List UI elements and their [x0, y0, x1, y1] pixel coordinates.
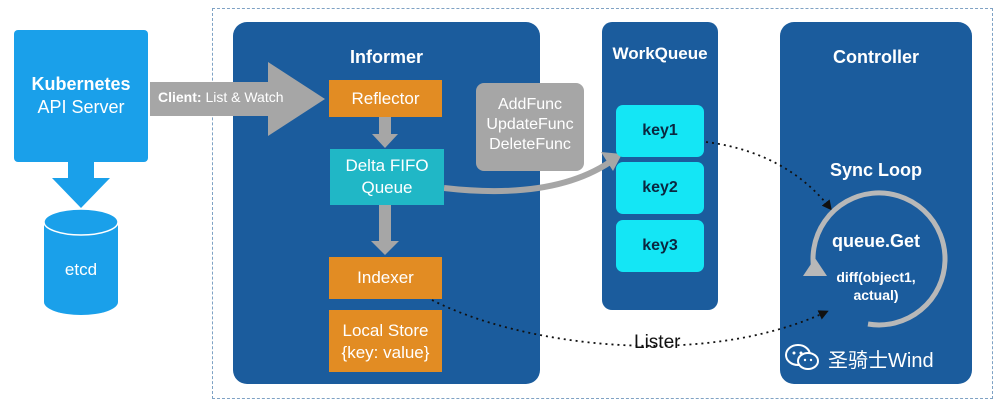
- delta-fifo-line1: Delta FIFO: [345, 156, 429, 175]
- handler-add: AddFunc: [497, 96, 563, 113]
- diff-label: diff(object1, actual): [806, 268, 946, 304]
- api-server-title: Kubernetes: [31, 74, 131, 94]
- lister-label: Lister: [634, 332, 681, 353]
- reflector-to-fifo-arrow: [372, 116, 398, 148]
- watermark-text: 圣骑士Wind: [828, 349, 934, 372]
- local-store-box: Local Store {key: value}: [329, 310, 442, 372]
- event-handlers-box: AddFunc UpdateFunc DeleteFunc: [476, 83, 584, 171]
- local-store-line1: Local Store: [342, 321, 429, 340]
- handler-delete: DeleteFunc: [489, 136, 571, 153]
- etcd-cylinder-icon: [43, 208, 119, 315]
- outer-dashed-frame: [212, 8, 993, 399]
- api-server-subtitle: API Server: [37, 97, 125, 117]
- fifo-to-indexer-arrow: [371, 205, 399, 255]
- watermark: 圣骑士Wind: [784, 343, 934, 373]
- delta-fifo-box: Delta FIFO Queue: [330, 149, 444, 205]
- client-bold-label: Client:: [158, 89, 202, 105]
- queue-get-label: queue.Get: [831, 231, 920, 251]
- diff-line1: diff(object1,: [836, 269, 916, 285]
- workqueue-key2: key2: [616, 162, 704, 214]
- local-store-line2: {key: value}: [341, 343, 430, 362]
- reflector-box: Reflector: [329, 80, 442, 117]
- informer-title: Informer: [349, 47, 423, 67]
- indexer-box: Indexer: [329, 257, 442, 299]
- sync-loop-label: Sync Loop: [829, 160, 922, 180]
- lister-arrow: [431, 299, 829, 347]
- etcd-label: etcd: [64, 260, 98, 279]
- api-to-etcd-arrow: [52, 162, 110, 208]
- client-list-watch-arrow: [150, 62, 325, 136]
- workqueue-key3: key3: [616, 220, 704, 272]
- diff-line2: actual): [853, 287, 899, 303]
- client-list-watch-text: List & Watch: [205, 89, 284, 105]
- workqueue-title: WorkQueue: [612, 44, 708, 63]
- wechat-icon: [785, 344, 819, 370]
- api-server-box: Kubernetes API Server: [14, 30, 148, 162]
- fifo-to-workqueue-arrow: [443, 159, 612, 195]
- controller-title: Controller: [832, 47, 919, 67]
- delta-fifo-line2: Queue: [361, 178, 413, 197]
- workqueue-key1: key1: [616, 105, 704, 157]
- client-arrow-label: Client: List & Watch: [158, 89, 284, 105]
- sync-loop-circle: [803, 190, 948, 328]
- handler-update: UpdateFunc: [486, 116, 574, 133]
